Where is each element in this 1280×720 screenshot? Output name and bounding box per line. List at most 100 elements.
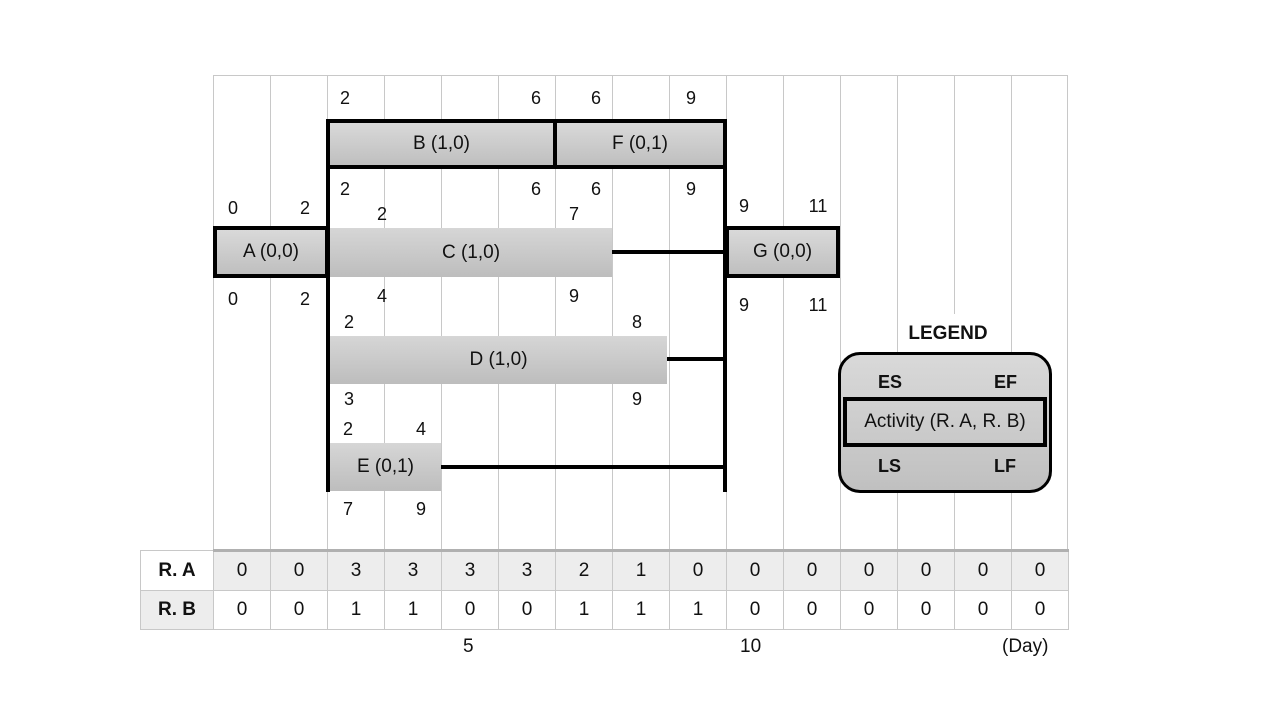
activity-f-es: 6 [590,88,601,108]
grid-line [1067,75,1068,550]
grid-line [783,75,784,550]
activity-g-ls: 9 [738,295,749,315]
activity-d-es: 2 [343,312,354,332]
grid-line [897,75,898,550]
resource-a-cell: 2 [555,549,613,591]
activity-c-lf: 9 [568,286,579,306]
activity-e-ef: 4 [415,419,426,439]
resource-b-cell: 0 [498,590,556,630]
activity-d-bar: D (1,0) [330,336,667,384]
activity-a-box: A (0,0) [213,226,329,278]
activity-a-es: 0 [227,198,238,218]
resource-b-cell: 0 [1011,590,1069,630]
grid-line [840,75,841,550]
connector-c-float [612,250,726,254]
legend-activity-label: Activity (R. A, R. B) [843,397,1047,447]
activity-g-ef: 11 [808,196,828,216]
activity-f-box: F (0,1) [553,119,727,169]
resource-a-cell: 0 [1011,549,1069,591]
grid-line [498,75,499,550]
activity-b-ef: 6 [530,88,541,108]
activity-c-bar: C (1,0) [330,228,612,277]
connector-d-float [667,357,726,361]
grid-top-line [213,75,1068,76]
legend-ef-label: EF [994,372,1018,392]
grid-line [270,75,271,550]
resource-b-cell: 1 [555,590,613,630]
resource-b-cell: 0 [840,590,898,630]
grid-line [954,75,955,550]
resource-b-cell: 0 [441,590,499,630]
grid-line [441,75,442,550]
activity-a-ef: 2 [299,198,310,218]
resource-b-cell: 0 [897,590,955,630]
activity-e-es: 2 [342,419,353,439]
connector-line-end [723,119,727,492]
resource-a-cell: 0 [669,549,727,591]
resource-a-cell: 3 [384,549,442,591]
activity-d-ef: 8 [631,312,642,332]
grid-line [612,75,613,550]
resource-a-cell: 3 [327,549,385,591]
activity-g-es: 9 [738,196,749,216]
axis-tick-10: 10 [740,636,762,657]
activity-f-ls: 6 [590,179,601,199]
resource-table: R. A 0 0 3 3 3 3 2 1 0 0 0 0 0 0 0 R. B … [140,549,1069,630]
activity-f-lf: 9 [685,179,696,199]
resource-a-cell: 0 [270,549,328,591]
connector-e-float [441,465,726,469]
resource-b-cell: 0 [213,590,271,630]
resource-a-cell: 0 [954,549,1012,591]
grid-line [555,75,556,550]
activity-b-es: 2 [339,88,350,108]
activity-b-lf: 6 [530,179,541,199]
activity-c-ef: 7 [568,204,579,224]
resource-a-cell: 3 [441,549,499,591]
activity-e-lf: 9 [415,499,426,519]
grid-line [669,75,670,550]
grid-line [384,75,385,550]
resource-a-cell: 0 [840,549,898,591]
resource-a-cell: 0 [783,549,841,591]
resource-a-label: R. A [140,550,214,591]
activity-d-ls: 3 [343,389,354,409]
resource-b-label: R. B [140,590,214,630]
activity-f-ef: 9 [685,88,696,108]
resource-b-cell: 1 [327,590,385,630]
activity-b-box: B (1,0) [326,119,557,169]
resource-b-cell: 0 [954,590,1012,630]
activity-g-box: G (0,0) [725,226,840,278]
resource-b-cell: 1 [669,590,727,630]
resource-a-cell: 0 [213,549,271,591]
resource-row-a: R. A 0 0 3 3 3 3 2 1 0 0 0 0 0 0 0 [140,549,1069,591]
legend-lf-label: LF [994,456,1016,476]
grid-line [1011,75,1012,550]
activity-e-bar: E (0,1) [330,443,441,491]
resource-b-cell: 1 [612,590,670,630]
activity-a-lf: 2 [299,289,310,309]
connector-line-start [326,119,330,492]
axis-unit-label: (Day) [1002,636,1049,657]
legend-ls-label: LS [878,456,902,476]
axis-tick-5: 5 [463,636,474,657]
resource-b-cell: 0 [726,590,784,630]
activity-c-es: 2 [376,204,387,224]
resource-a-cell: 1 [612,549,670,591]
activity-a-ls: 0 [227,289,238,309]
resource-a-cell: 0 [726,549,784,591]
activity-b-ls: 2 [339,179,350,199]
resource-row-b: R. B 0 0 1 1 0 0 1 1 1 0 0 0 0 0 0 [140,590,1069,630]
activity-g-lf: 11 [808,295,828,315]
resource-a-cell: 3 [498,549,556,591]
resource-a-cell: 0 [897,549,955,591]
activity-d-lf: 9 [631,389,642,409]
legend-es-label: ES [878,372,903,392]
activity-c-ls: 4 [376,286,387,306]
legend-box: ES EF Activity (R. A, R. B) LS LF [838,352,1052,493]
grid-line [213,75,214,550]
resource-b-cell: 0 [783,590,841,630]
resource-b-cell: 0 [270,590,328,630]
activity-e-ls: 7 [342,499,353,519]
legend-title: LEGEND [898,314,998,354]
resource-b-cell: 1 [384,590,442,630]
